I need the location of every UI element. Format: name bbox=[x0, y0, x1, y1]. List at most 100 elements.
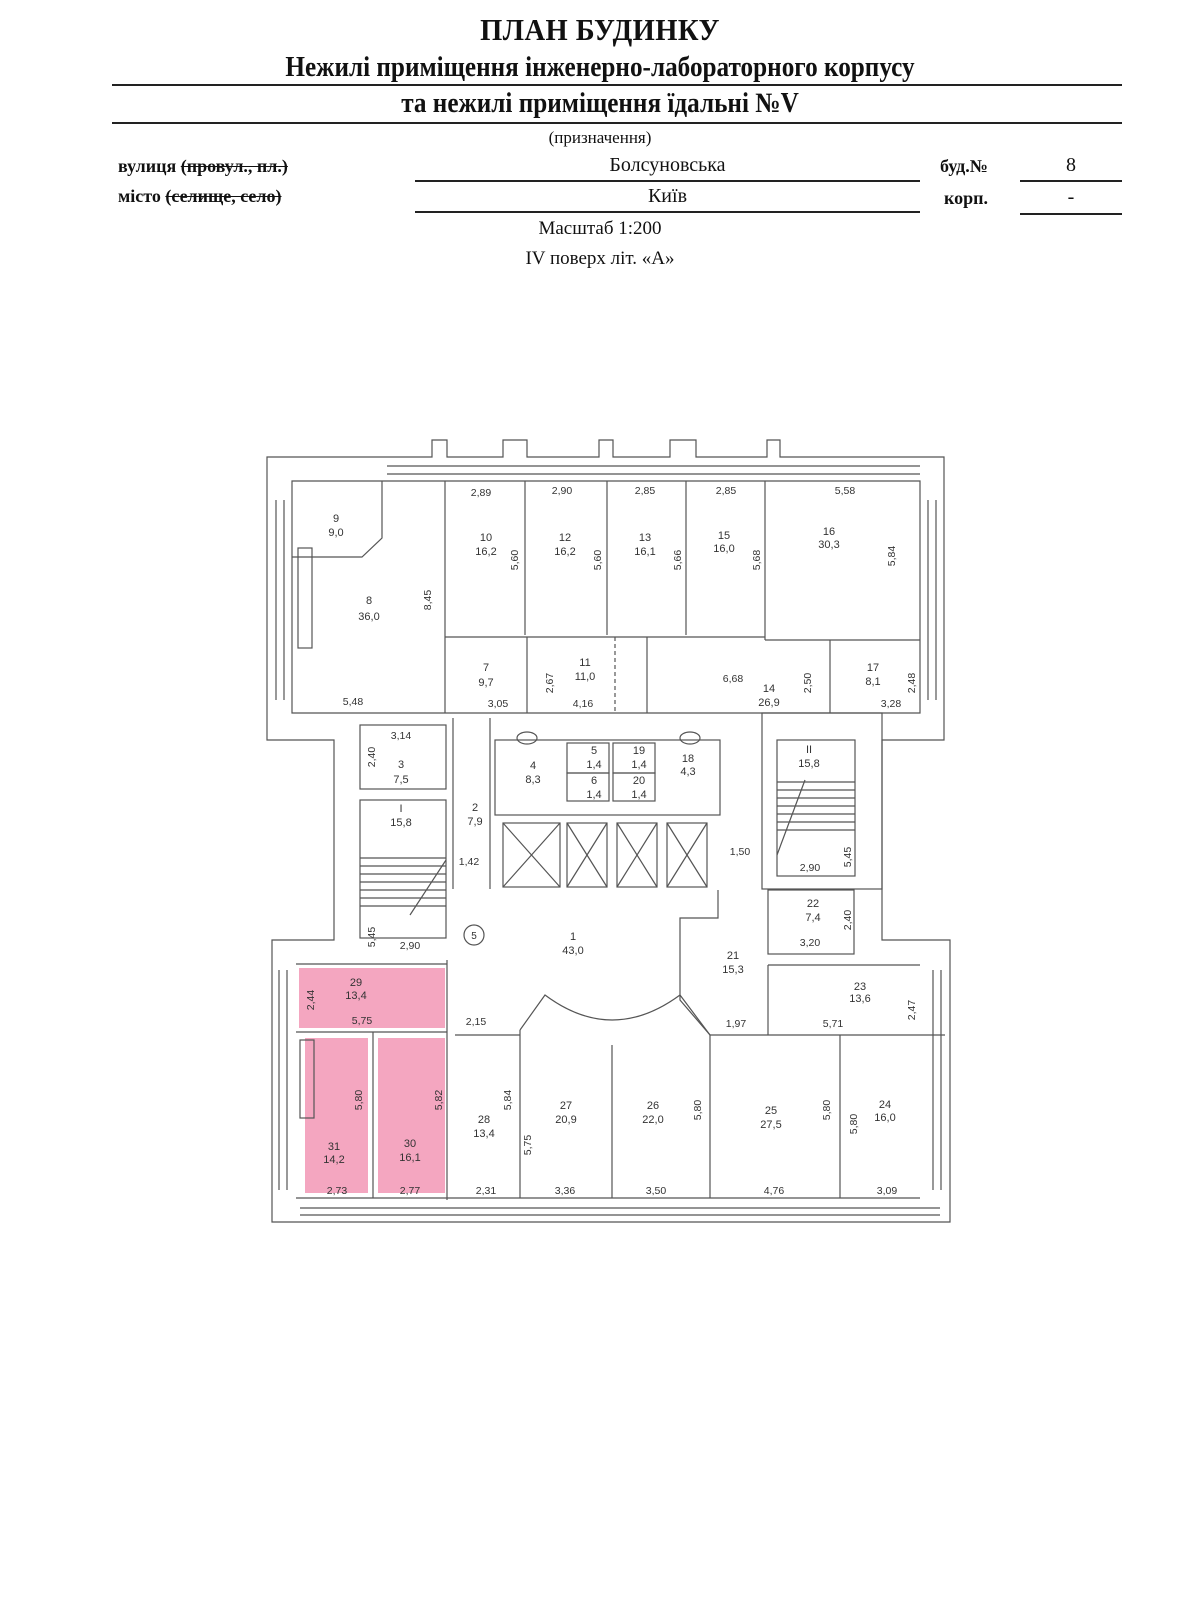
svg-text:13,4: 13,4 bbox=[345, 990, 366, 1002]
svg-text:14: 14 bbox=[763, 683, 775, 695]
street-label-text: вулиця bbox=[118, 156, 177, 176]
street-label-struck: (провул., пл.) bbox=[180, 156, 288, 176]
svg-text:8: 8 bbox=[366, 595, 372, 607]
svg-text:29: 29 bbox=[350, 977, 362, 989]
svg-text:7: 7 bbox=[483, 662, 489, 674]
svg-text:2,44: 2,44 bbox=[305, 990, 317, 1011]
svg-text:2,48: 2,48 bbox=[906, 673, 918, 694]
svg-text:6: 6 bbox=[591, 775, 597, 787]
svg-text:2,47: 2,47 bbox=[906, 1000, 918, 1021]
svg-text:5,80: 5,80 bbox=[692, 1100, 704, 1121]
svg-text:15: 15 bbox=[718, 530, 730, 542]
svg-text:5,80: 5,80 bbox=[821, 1100, 833, 1121]
svg-text:2,40: 2,40 bbox=[842, 910, 854, 931]
svg-text:43,0: 43,0 bbox=[562, 945, 583, 957]
svg-text:5,45: 5,45 bbox=[366, 927, 378, 948]
svg-text:5,71: 5,71 bbox=[823, 1018, 844, 1030]
svg-text:8,1: 8,1 bbox=[865, 676, 880, 688]
svg-text:27,5: 27,5 bbox=[760, 1119, 781, 1131]
svg-text:II: II bbox=[806, 744, 812, 756]
svg-text:I: I bbox=[399, 803, 402, 815]
highlighted-rooms bbox=[299, 968, 445, 1193]
svg-text:8,3: 8,3 bbox=[525, 774, 540, 786]
elevator-shafts bbox=[502, 822, 708, 888]
svg-text:12: 12 bbox=[559, 532, 571, 544]
svg-text:16,0: 16,0 bbox=[713, 543, 734, 555]
svg-text:21: 21 bbox=[727, 950, 739, 962]
svg-text:3,50: 3,50 bbox=[646, 1185, 667, 1197]
svg-text:5,60: 5,60 bbox=[592, 550, 604, 571]
svg-text:2,90: 2,90 bbox=[400, 940, 421, 952]
svg-text:16,1: 16,1 bbox=[634, 546, 655, 558]
city-label: місто (селище, село) bbox=[118, 186, 282, 207]
svg-text:20,9: 20,9 bbox=[555, 1114, 576, 1126]
svg-text:7,4: 7,4 bbox=[805, 912, 820, 924]
svg-text:3,28: 3,28 bbox=[881, 698, 902, 710]
svg-text:2,89: 2,89 bbox=[471, 487, 492, 499]
svg-text:1,4: 1,4 bbox=[631, 789, 646, 801]
svg-text:16,2: 16,2 bbox=[554, 546, 575, 558]
svg-text:14,2: 14,2 bbox=[323, 1154, 344, 1166]
svg-text:2,90: 2,90 bbox=[552, 485, 573, 497]
svg-text:4,16: 4,16 bbox=[573, 698, 594, 710]
svg-text:13,4: 13,4 bbox=[473, 1128, 494, 1140]
city-label-struck: (селище, село) bbox=[165, 186, 282, 206]
svg-text:2,40: 2,40 bbox=[366, 747, 378, 768]
svg-text:9: 9 bbox=[333, 513, 339, 525]
svg-text:16,2: 16,2 bbox=[475, 546, 496, 558]
svg-text:5,48: 5,48 bbox=[343, 696, 364, 708]
svg-text:25: 25 bbox=[765, 1105, 777, 1117]
floor-label: IV поверх літ. «А» bbox=[525, 248, 675, 269]
svg-text:26,9: 26,9 bbox=[758, 697, 779, 709]
svg-text:9,0: 9,0 bbox=[328, 527, 343, 539]
svg-text:23: 23 bbox=[854, 981, 866, 993]
svg-text:10: 10 bbox=[480, 532, 492, 544]
svg-text:7,9: 7,9 bbox=[467, 816, 482, 828]
svg-text:2,67: 2,67 bbox=[544, 673, 556, 694]
street-value: Болсуновська bbox=[609, 154, 726, 176]
svg-text:16,0: 16,0 bbox=[874, 1112, 895, 1124]
subtitle-line-1: Нежилі приміщення інженерно-лабораторног… bbox=[285, 52, 915, 83]
svg-text:22,0: 22,0 bbox=[642, 1114, 663, 1126]
svg-text:2,85: 2,85 bbox=[635, 485, 656, 497]
subtitle-line-2: та нежилі приміщення їдальні №V bbox=[401, 88, 799, 119]
svg-text:24: 24 bbox=[879, 1099, 891, 1111]
svg-text:3,36: 3,36 bbox=[555, 1185, 576, 1197]
svg-text:3,14: 3,14 bbox=[391, 730, 412, 742]
svg-text:28: 28 bbox=[478, 1114, 490, 1126]
svg-text:2,85: 2,85 bbox=[716, 485, 737, 497]
svg-text:5,80: 5,80 bbox=[353, 1090, 365, 1111]
svg-text:15,3: 15,3 bbox=[722, 964, 743, 976]
page-title: ПЛАН БУДИНКУ bbox=[480, 12, 720, 47]
city-value: Київ bbox=[647, 185, 688, 207]
divider bbox=[1020, 213, 1122, 215]
svg-text:5: 5 bbox=[591, 745, 597, 757]
svg-text:30,3: 30,3 bbox=[818, 539, 839, 551]
svg-text:22: 22 bbox=[807, 898, 819, 910]
stair-ii bbox=[776, 779, 855, 856]
svg-text:7,5: 7,5 bbox=[393, 774, 408, 786]
svg-text:11: 11 bbox=[579, 657, 590, 669]
svg-text:27: 27 bbox=[560, 1100, 572, 1112]
purpose-caption: (призначення) bbox=[548, 128, 652, 147]
svg-text:2,15: 2,15 bbox=[466, 1016, 487, 1028]
svg-text:20: 20 bbox=[633, 775, 645, 787]
svg-text:1,50: 1,50 bbox=[730, 846, 751, 858]
svg-text:36,0: 36,0 bbox=[358, 611, 379, 623]
svg-text:2: 2 bbox=[472, 802, 478, 814]
svg-text:5,68: 5,68 bbox=[751, 550, 763, 571]
svg-text:31: 31 bbox=[328, 1141, 340, 1153]
svg-text:11,0: 11,0 bbox=[575, 671, 596, 683]
divider bbox=[415, 180, 920, 182]
svg-text:5,80: 5,80 bbox=[848, 1114, 860, 1135]
building-value: 8 bbox=[1066, 154, 1076, 176]
svg-text:1,4: 1,4 bbox=[586, 759, 601, 771]
scale-label: Масштаб 1:200 bbox=[538, 218, 662, 239]
svg-text:5,58: 5,58 bbox=[835, 485, 856, 497]
svg-text:15,8: 15,8 bbox=[798, 758, 819, 770]
svg-text:5,45: 5,45 bbox=[842, 847, 854, 868]
svg-text:16,1: 16,1 bbox=[399, 1152, 420, 1164]
svg-text:13,6: 13,6 bbox=[849, 993, 870, 1005]
